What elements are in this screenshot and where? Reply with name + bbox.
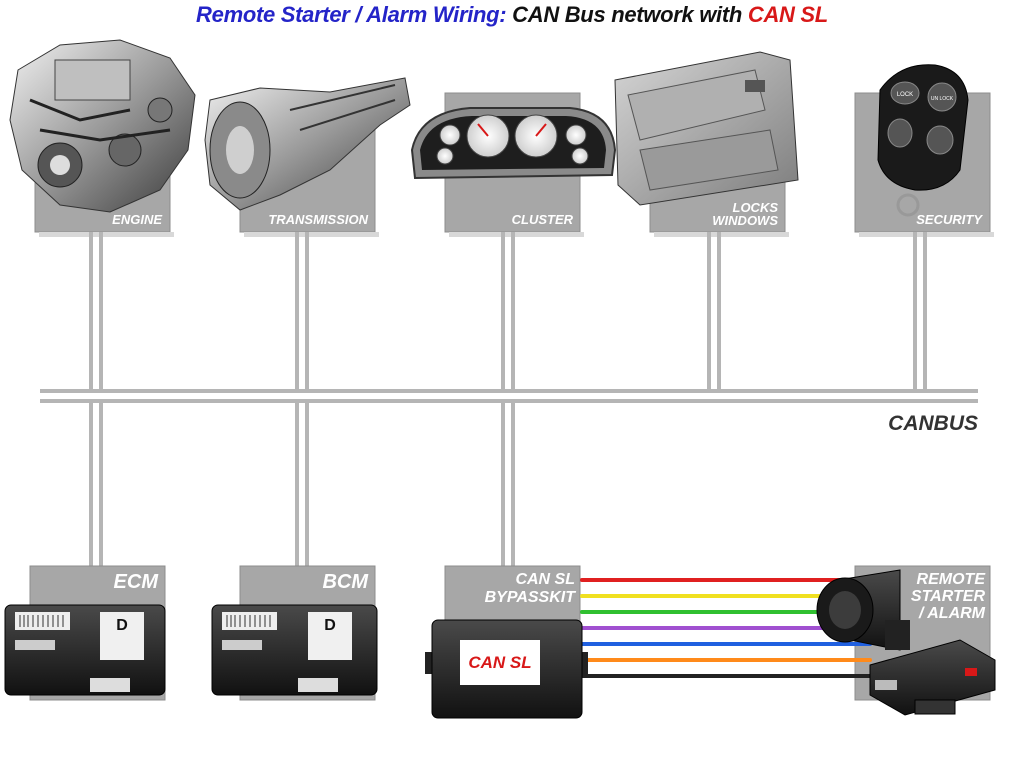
title-part-3: CAN SL [747, 2, 828, 27]
engine-image [9, 39, 196, 213]
canbus-lines [40, 389, 978, 403]
fob-unlock-label: UN LOCK [931, 96, 954, 102]
door-image [614, 51, 799, 206]
bypass-label-line1: CAN SL [515, 571, 575, 588]
security-label: SECURITY [916, 212, 983, 227]
bypass-badge: CAN SL [468, 653, 531, 672]
ecm-label: ECM [114, 571, 160, 593]
transmission-label: TRANSMISSION [268, 212, 368, 227]
keyfob-image: LOCK UN LOCK [877, 64, 969, 217]
bypass-label-line2: BYPASSKIT [485, 589, 577, 606]
title-part-1: Remote Starter / Alarm Wiring: [196, 2, 507, 27]
ecm-module-image: D [4, 604, 166, 696]
canbus-label: CANBUS [888, 412, 978, 435]
drop-lines-bottom [89, 401, 515, 566]
title-part-2: CAN Bus network with [512, 2, 743, 27]
remote-label-line3: / ALARM [918, 605, 986, 622]
ecm-box-letter: D [116, 617, 128, 634]
cluster-label: CLUSTER [512, 212, 574, 227]
bcm-module-image: D [211, 604, 378, 696]
remote-label-line2: STARTER [911, 588, 986, 605]
drop-lines-top [89, 232, 927, 391]
windows-label-line2: WINDOWS [712, 213, 778, 228]
fob-lock-label: LOCK [897, 92, 913, 98]
cluster-image [410, 107, 617, 180]
bcm-label: BCM [322, 571, 369, 593]
remote-label-line1: REMOTE [917, 571, 987, 588]
diagram-title: Remote Starter / Alarm Wiring: CAN Bus n… [0, 2, 1024, 28]
locks-label-line1: LOCKS [733, 200, 779, 215]
bcm-box-letter: D [324, 617, 336, 634]
engine-label: ENGINE [112, 212, 162, 227]
transmission-image [204, 77, 411, 211]
alarm-brain-image [869, 639, 996, 716]
can-sl-bypass-module [425, 619, 588, 719]
siren-image [816, 569, 910, 651]
